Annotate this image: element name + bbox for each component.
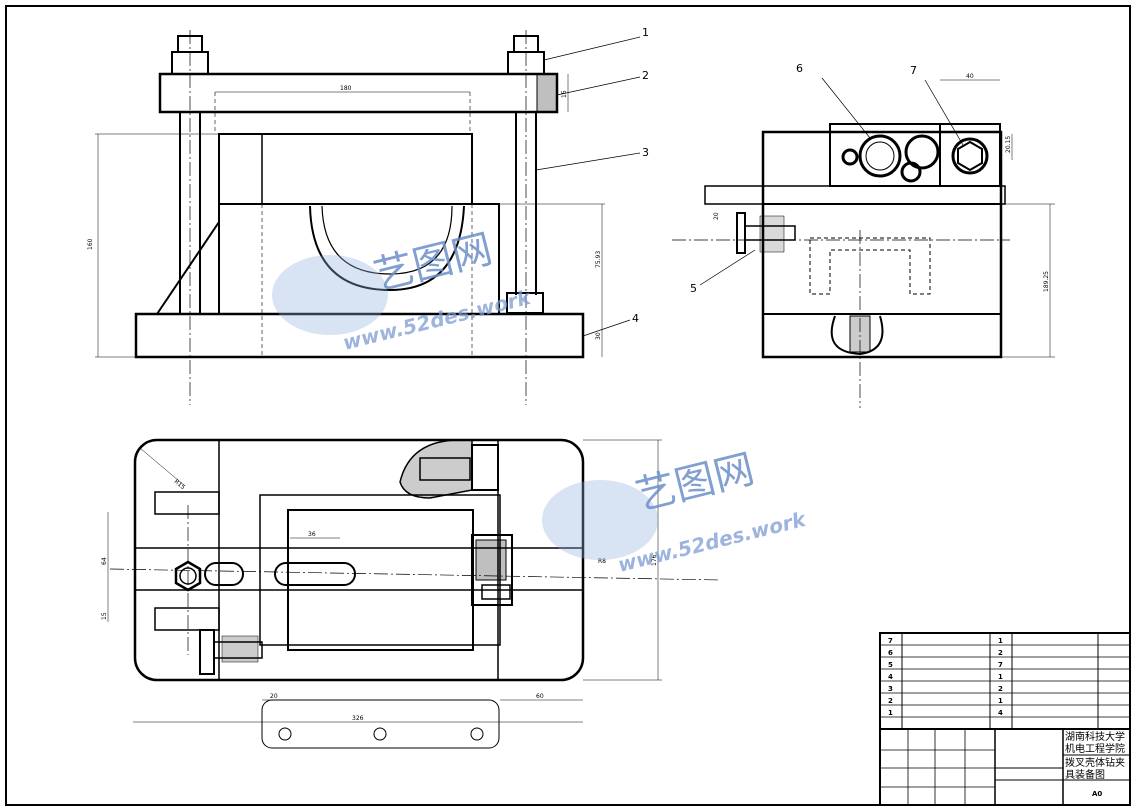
- dim-plan-radius: R15: [173, 478, 187, 491]
- part-label-7: 7: [910, 64, 917, 77]
- dim-front-h1: 75.93: [595, 251, 602, 268]
- dim-side-h: 20.15: [1005, 136, 1012, 153]
- parts-row-quantity: 2: [998, 685, 1003, 693]
- parts-row-quantity: 2: [998, 649, 1003, 657]
- dim-front-height-total: 160: [87, 238, 94, 250]
- title-block-school-line2: 机电工程学院: [1065, 742, 1125, 755]
- title-block-school-line1: 湖南科技大学: [1065, 730, 1125, 743]
- dim-plan-h2: 15: [101, 612, 108, 620]
- title-block-title-line2: 具装备图: [1065, 768, 1105, 781]
- dim-plan-r2: R8: [598, 558, 606, 565]
- title-block: [879, 632, 1131, 806]
- dim-side-height: 189.25: [1043, 271, 1050, 292]
- parts-row-number: 7: [888, 637, 893, 645]
- parts-row-number: 5: [888, 661, 893, 669]
- watermark-brand: 艺图网: [631, 446, 759, 520]
- dim-plan-h1: 64: [101, 557, 108, 565]
- watermark-top: 艺图网 www.52des.work: [272, 226, 534, 355]
- sheet-border: [5, 5, 1131, 806]
- dim-plan-b2: 60: [536, 693, 544, 700]
- dim-plan-w1: 36: [308, 531, 316, 538]
- parts-row-number: 3: [888, 685, 893, 693]
- part-label-1: 1: [642, 26, 649, 39]
- dim-front-h3: 30: [595, 332, 602, 340]
- dim-side-w: 40: [966, 73, 974, 80]
- parts-row-quantity: 1: [998, 637, 1003, 645]
- dim-front-h2: 15: [561, 90, 568, 98]
- parts-row-number: 1: [888, 709, 893, 717]
- part-label-3: 3: [642, 146, 649, 159]
- dim-side-small: 20: [713, 212, 720, 220]
- watermark-globe-icon: [542, 480, 658, 560]
- parts-row-number: 6: [888, 649, 893, 657]
- watermark-globe-icon: [272, 255, 388, 335]
- title-block-title-line1: 拨叉壳体钻夹: [1065, 756, 1125, 769]
- parts-row-quantity: 1: [998, 673, 1003, 681]
- side-view: [672, 77, 1055, 408]
- dim-plan-b1: 20: [270, 693, 278, 700]
- watermark-brand: 艺图网: [369, 226, 497, 300]
- part-label-2: 2: [642, 69, 649, 82]
- dim-front-width-top: 180: [340, 85, 352, 92]
- plan-view: [107, 438, 721, 749]
- part-label-6: 6: [796, 62, 803, 75]
- parts-row-quantity: 1: [998, 697, 1003, 705]
- part-label-5: 5: [690, 282, 697, 295]
- part-label-4: 4: [632, 312, 639, 325]
- front-view: [95, 30, 641, 405]
- dim-plan-height: 176: [651, 554, 658, 566]
- parts-row-number: 4: [888, 673, 893, 681]
- parts-row-quantity: 7: [998, 661, 1003, 669]
- title-block-sheet-size: A0: [1092, 790, 1102, 798]
- parts-list: 7 1 6 2 5 7 4 1 3 2 2 1 1 4: [880, 637, 1130, 718]
- parts-row-quantity: 4: [998, 709, 1003, 717]
- parts-row-number: 2: [888, 697, 893, 705]
- dim-plan-bottom: 326: [352, 715, 364, 722]
